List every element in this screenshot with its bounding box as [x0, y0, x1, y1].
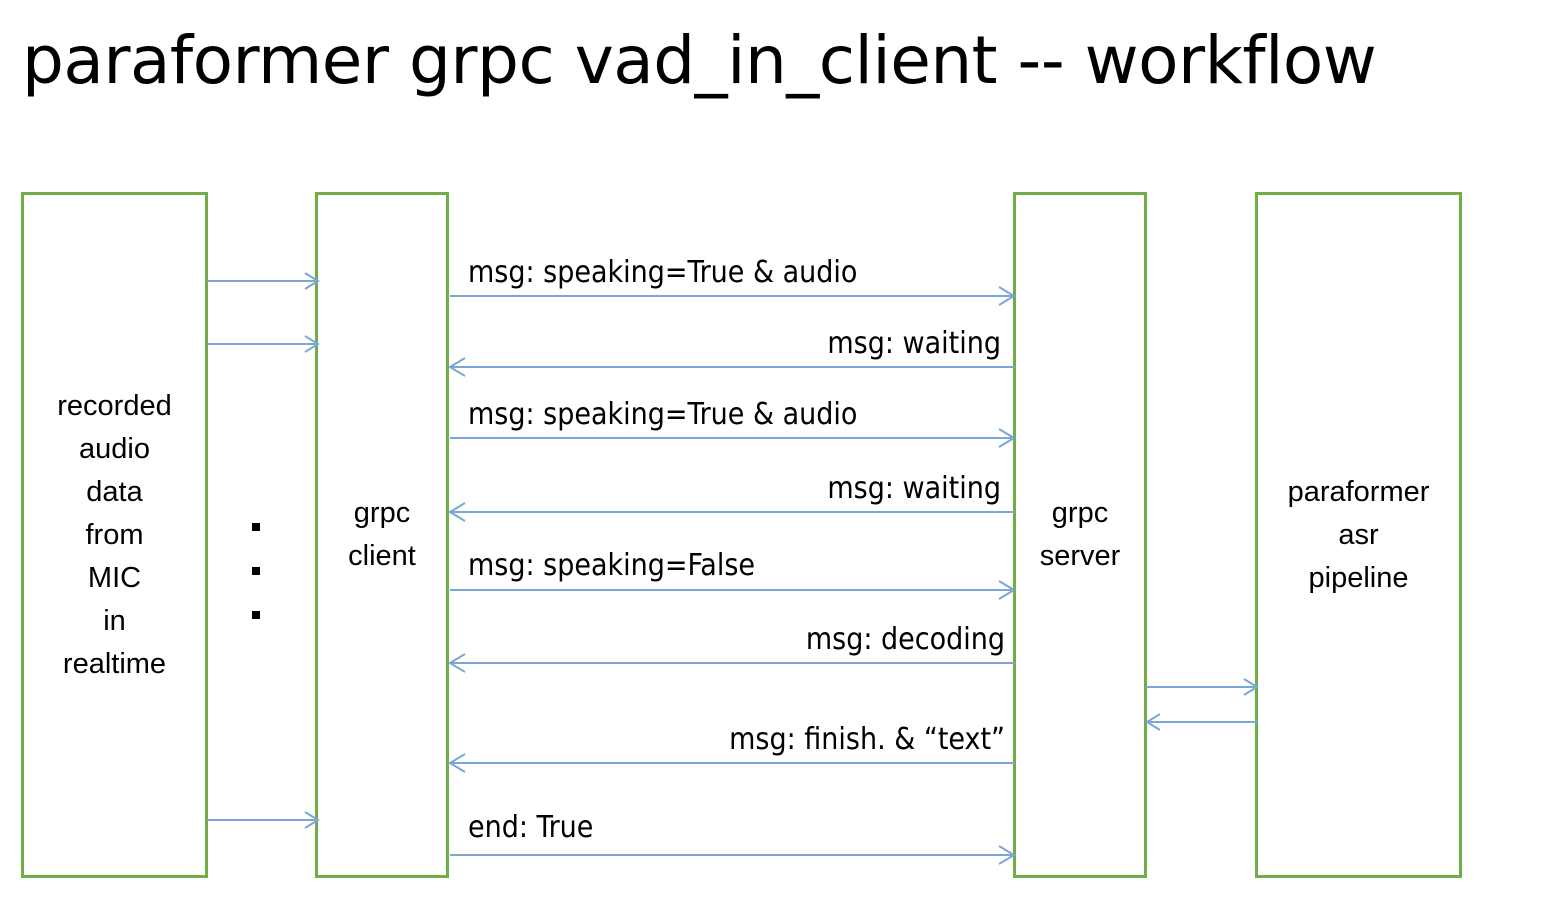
participant-box-grpc-client: grpc client — [315, 192, 449, 878]
participant-label-recorded-audio: recorded audio data from MIC in realtime — [57, 389, 172, 680]
message-label-waiting-1: msg: waiting — [827, 326, 1001, 361]
arrow-audio-feed-1 — [207, 270, 320, 292]
message-label-finish-text: msg: finish. & “text” — [729, 722, 1005, 757]
participant-label-grpc-client: grpc client — [348, 497, 416, 572]
message-label-speaking-true-1: msg: speaking=True & audio — [468, 255, 858, 290]
participant-label-grpc-server: grpc server — [1039, 497, 1121, 572]
message-label-decoding: msg: decoding — [805, 622, 1005, 657]
message-label-speaking-false: msg: speaking=False — [468, 548, 755, 583]
ellipsis-dot — [252, 567, 260, 575]
participant-box-grpc-server: grpc server — [1013, 192, 1147, 878]
message-label-end-true: end: True — [468, 810, 594, 845]
arrow-server-to-asr — [1146, 676, 1259, 698]
message-label-waiting-2: msg: waiting — [827, 471, 1001, 506]
arrow-asr-to-server — [1145, 711, 1258, 733]
arrow-audio-feed-3 — [207, 809, 320, 831]
ellipsis-dot — [252, 611, 260, 619]
participant-box-recorded-audio: recorded audio data from MIC in realtime — [21, 192, 208, 878]
arrow-end-true — [450, 844, 1016, 866]
arrow-audio-feed-2 — [207, 333, 320, 355]
vertical-ellipsis-dots — [252, 515, 268, 630]
ellipsis-dot — [252, 523, 260, 531]
participant-label-asr-pipeline: paraformer asr pipeline — [1287, 475, 1430, 594]
message-label-speaking-true-2: msg: speaking=True & audio — [468, 397, 858, 432]
page-title: paraformer grpc vad_in_client -- workflo… — [22, 22, 1377, 99]
participant-box-asr-pipeline: paraformer asr pipeline — [1255, 192, 1462, 878]
